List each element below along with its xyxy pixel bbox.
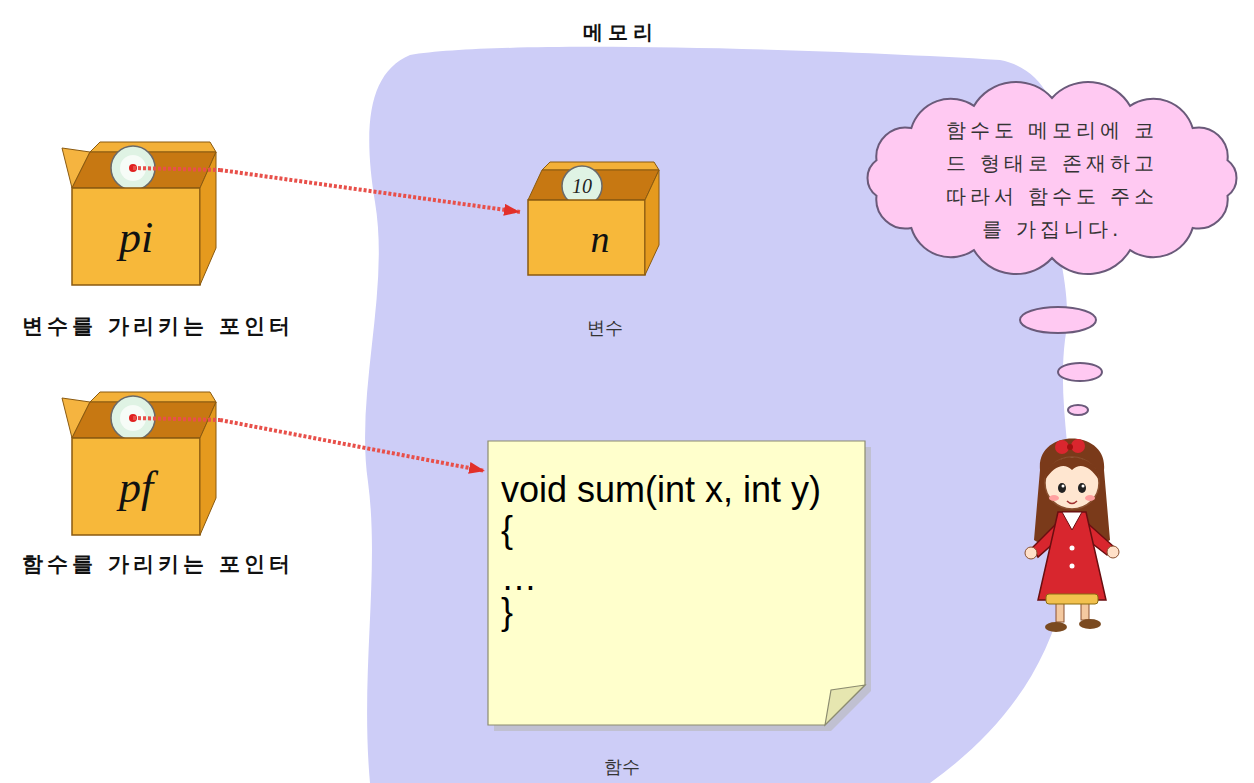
text-slot: 함수 xyxy=(562,754,682,780)
eye-highlight xyxy=(1062,485,1065,488)
hand xyxy=(1025,547,1037,559)
coat xyxy=(1038,512,1106,600)
pointer-box: pf함수를 가리키는 포인터 xyxy=(60,390,220,540)
shoe xyxy=(1045,622,1067,632)
eye xyxy=(1078,483,1086,493)
box-front xyxy=(72,438,200,535)
note-fold xyxy=(825,685,865,725)
variable-name: pf xyxy=(119,462,153,513)
hair xyxy=(1034,439,1110,547)
cheek xyxy=(1085,495,1095,501)
shoe xyxy=(1079,619,1101,629)
code-line: { xyxy=(501,509,513,551)
node-text: 변수를 가리키는 포인터 xyxy=(22,312,295,340)
eye xyxy=(1058,483,1066,493)
node-text: 함수를 가리키는 포인터 xyxy=(22,550,295,578)
box-front xyxy=(72,188,200,285)
face xyxy=(1045,457,1099,509)
pointer-line xyxy=(133,168,220,170)
node-text: 변수 xyxy=(587,316,623,340)
text-slot: 변수를 가리키는 포인터 xyxy=(8,312,308,340)
box-front xyxy=(528,200,645,275)
variable-name: pi xyxy=(119,212,153,263)
thought-bubble xyxy=(1068,405,1088,415)
button xyxy=(1070,564,1075,569)
hair-bow xyxy=(1071,439,1085,453)
thought-bubble xyxy=(1020,307,1096,333)
bangs xyxy=(1045,458,1099,481)
box-flap xyxy=(90,142,216,152)
text-slot: 함수를 가리키는 포인터 xyxy=(8,550,308,578)
variable-name: 10 xyxy=(572,175,592,198)
skirt xyxy=(1046,594,1098,604)
node-text: 메모리 xyxy=(583,19,658,46)
box-side xyxy=(200,402,216,535)
pointer-box: pi변수를 가리키는 포인터 xyxy=(60,140,220,290)
thought-bubbles xyxy=(1020,307,1102,415)
box-flap xyxy=(542,162,659,170)
node-text: 함수 xyxy=(604,755,640,779)
hair-bow xyxy=(1067,444,1073,450)
thought-bubble xyxy=(1058,363,1102,381)
thought-cloud-outline xyxy=(855,80,1250,275)
box-side xyxy=(200,152,216,285)
variable-box: 10n변수 xyxy=(520,160,665,280)
pointer-line xyxy=(133,418,220,420)
box-side xyxy=(645,170,659,275)
text-slot: 10 xyxy=(562,166,602,206)
mouth xyxy=(1067,501,1077,504)
code-line: void sum(int x, int y) xyxy=(501,469,821,511)
text-slot: … xyxy=(501,556,856,600)
text-slot: { xyxy=(501,508,856,552)
cheek xyxy=(1049,495,1059,501)
node-text: 함수도 메모리에 코드 형태로 존재하고 따라서 함수도 주소를 가집니다. xyxy=(937,114,1167,246)
text-slot: pi xyxy=(72,190,200,284)
text-slot: 함수도 메모리에 코드 형태로 존재하고 따라서 함수도 주소를 가집니다. xyxy=(937,110,1167,250)
text-slot: void sum(int x, int y) xyxy=(501,468,856,512)
pointer-arrow xyxy=(220,170,520,212)
text-slot: 변수 xyxy=(545,315,665,341)
code-line: } xyxy=(501,591,513,633)
eye-highlight xyxy=(1082,485,1085,488)
text-slot: 메모리 xyxy=(570,18,670,46)
button xyxy=(1070,546,1075,551)
note-paper xyxy=(488,441,865,725)
hand xyxy=(1107,546,1119,558)
thought-cloud: 함수도 메모리에 코드 형태로 존재하고 따라서 함수도 주소를 가집니다. xyxy=(855,80,1250,275)
cloud-outline xyxy=(867,82,1236,274)
pointer-arrow xyxy=(220,420,485,471)
girl-figure xyxy=(1025,439,1119,633)
text-slot: } xyxy=(501,590,856,634)
text-slot: pf xyxy=(72,440,200,534)
collar xyxy=(1062,512,1082,530)
hair-bow xyxy=(1055,440,1069,454)
code-note: void sum(int x, int y){…}함수 xyxy=(485,438,870,733)
variable-name: n xyxy=(591,217,610,261)
text-slot: n xyxy=(550,202,650,275)
box-flap xyxy=(90,392,216,402)
